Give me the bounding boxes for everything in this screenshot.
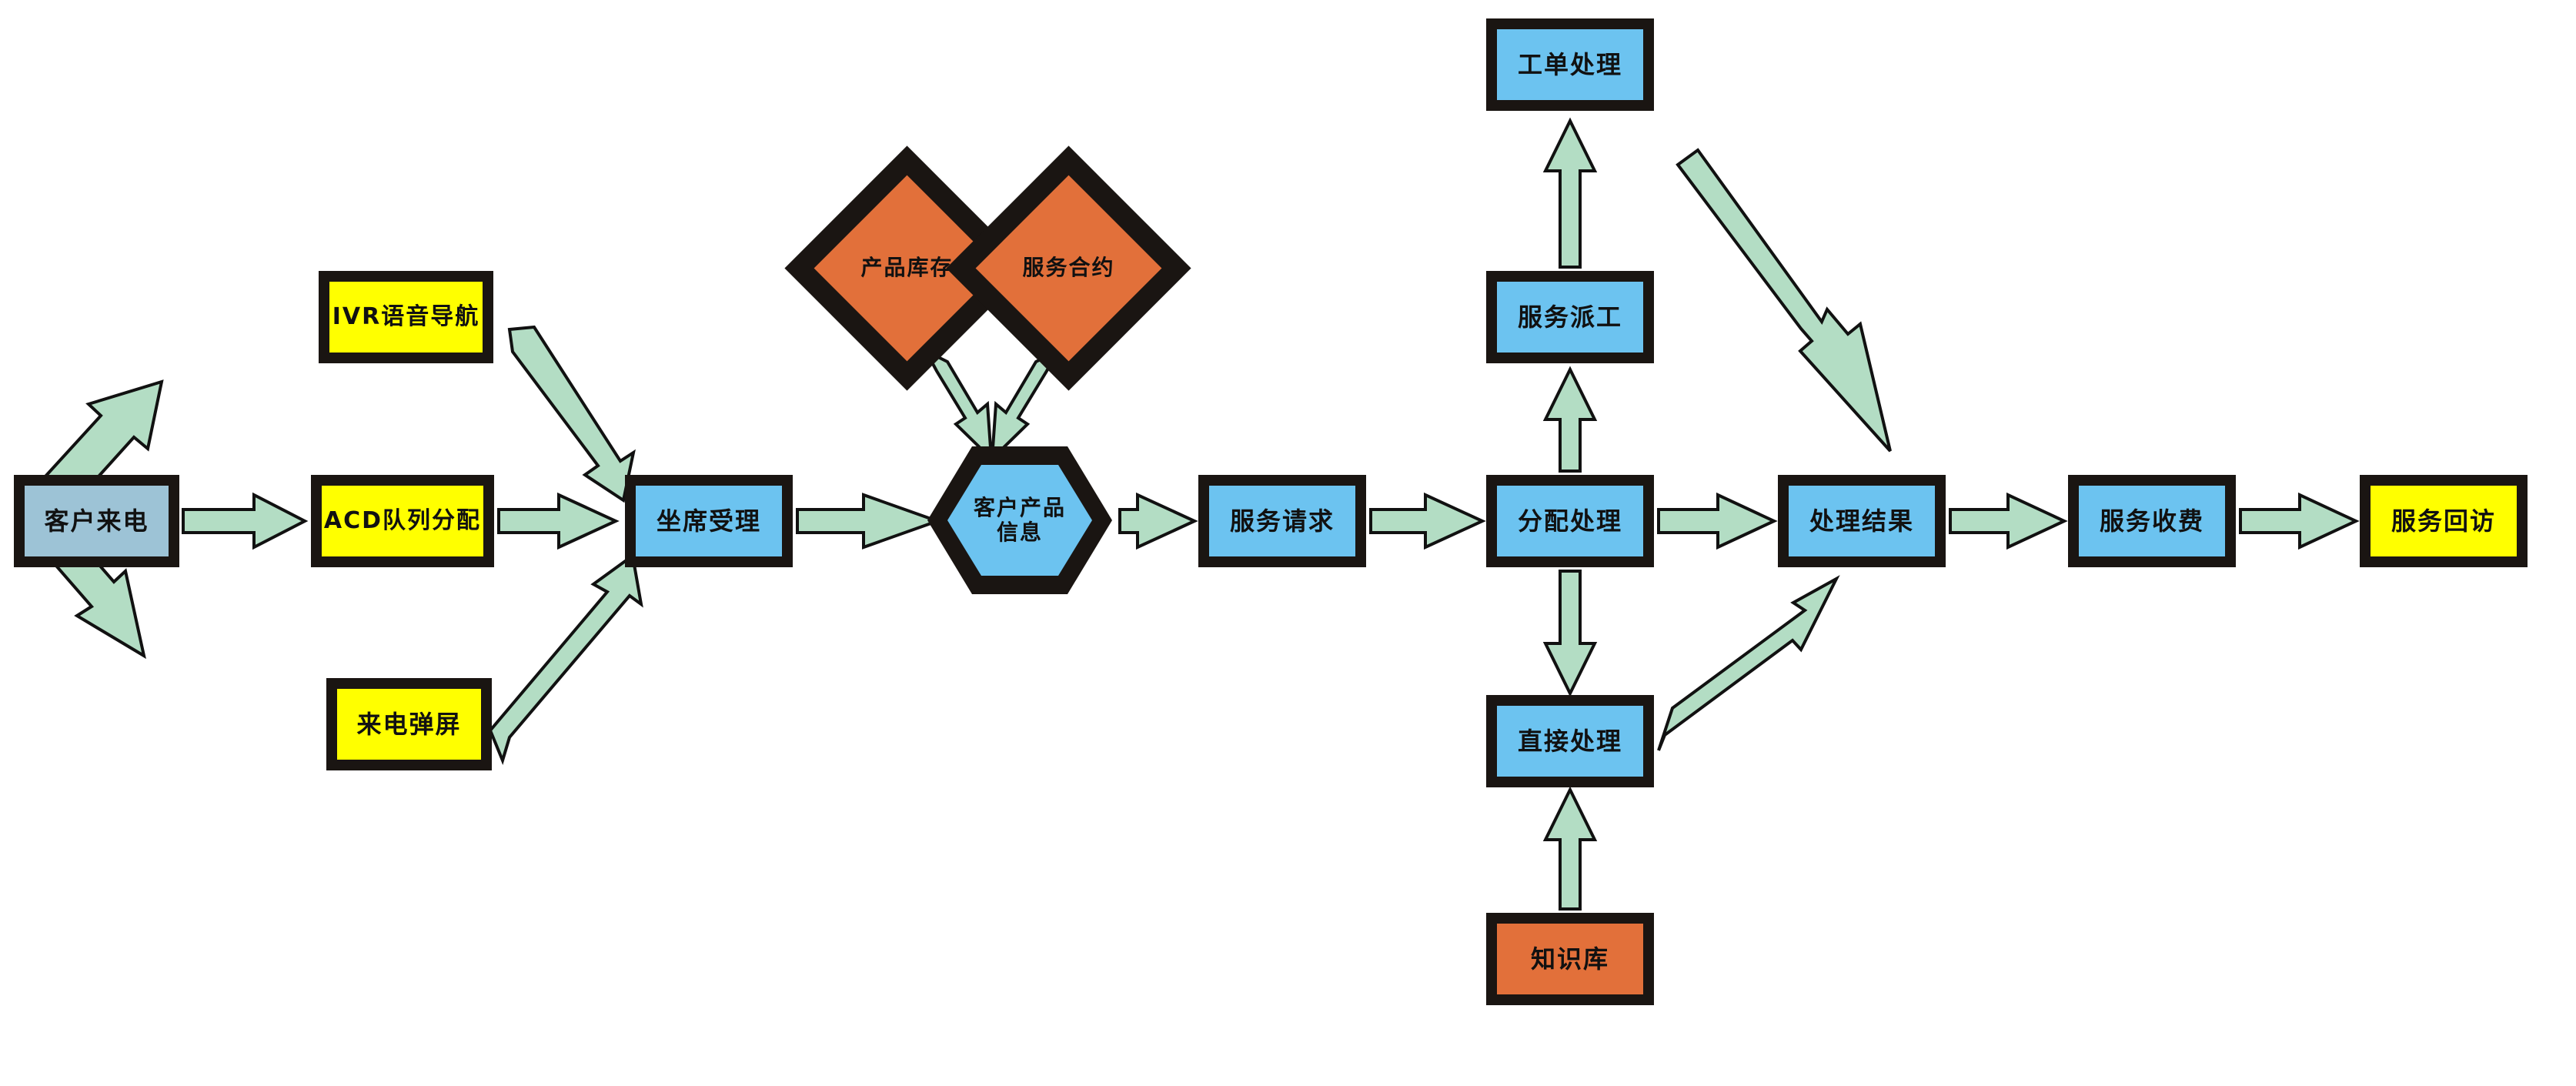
node-label-ivr: IVR语音导航 [332,302,480,330]
node-label-direct-handle: 直接处理 [1517,726,1622,756]
node-dispatch-handle[interactable]: 分配处理 [1486,475,1654,567]
node-label-knowledge-base: 知识库 [1530,944,1609,974]
node-ivr[interactable]: IVR语音导航 [319,271,493,363]
edge-dispatch-handle-to-service-assign [1542,366,1598,473]
edge-handle-result-to-service-charge [1949,492,2068,550]
cust-product-info-shape [927,446,1112,594]
node-label-screen-popup: 来电弹屏 [356,709,462,739]
node-handle-result[interactable]: 处理结果 [1778,475,1946,567]
edge-direct-handle-to-handle-result [1657,575,1840,751]
node-service-request[interactable]: 服务请求 [1198,475,1366,567]
edge-work-order-to-handle-result [1676,148,1892,453]
node-label-service-contract: 服务合约 [1022,255,1115,281]
edge-dispatch-handle-to-direct-handle [1542,570,1598,697]
edge-service-request-to-dispatch-handle [1369,492,1486,550]
edge-acd-to-agent-handle [497,492,620,550]
node-screen-popup[interactable]: 来电弹屏 [326,678,492,770]
node-label-service-request: 服务请求 [1229,506,1335,536]
node-label-product-stock: 产品库存 [860,255,954,281]
edge-customer-call-to-acd [182,492,309,550]
node-service-contract[interactable]: 服务合约 [946,145,1191,391]
edge-agent-handle-to-cust-product-info [796,493,942,550]
edge-product-stock-to-cust-product-info [922,347,994,463]
node-direct-handle[interactable]: 直接处理 [1486,695,1654,787]
node-label-customer-call: 客户来电 [44,506,149,536]
node-label-service-revisit: 服务回访 [2391,506,2496,536]
node-label-cust-product-info: 客户产品 信息 [973,494,1066,545]
edge-dispatch-handle-to-handle-result [1657,492,1778,550]
edge-cust-product-info-to-service-request [1118,492,1198,550]
node-service-charge[interactable]: 服务收费 [2068,475,2236,567]
node-label-acd: ACD队列分配 [323,506,482,534]
node-label-work-order: 工单处理 [1517,49,1622,79]
node-customer-call[interactable]: 客户来电 [14,475,179,567]
node-cust-product-info[interactable]: 客户产品 信息 [924,443,1115,597]
edge-screen-popup-to-agent-handle [488,553,643,765]
edge-ivr-to-agent-handle [507,325,636,503]
edge-service-assign-to-work-order [1542,117,1598,269]
node-knowledge-base[interactable]: 知识库 [1486,913,1654,1005]
node-label-dispatch-handle: 分配处理 [1517,506,1622,536]
edge-knowledge-base-to-direct-handle [1542,786,1598,911]
node-service-assign[interactable]: 服务派工 [1486,271,1654,363]
node-service-revisit[interactable]: 服务回访 [2360,475,2528,567]
node-agent-handle[interactable]: 坐席受理 [625,475,793,567]
node-label-handle-result: 处理结果 [1809,506,1914,536]
node-product-stock[interactable]: 产品库存 [784,145,1030,391]
node-work-order[interactable]: 工单处理 [1486,18,1654,111]
edge-service-charge-to-service-revisit [2239,492,2360,550]
node-acd[interactable]: ACD队列分配 [311,475,494,567]
node-label-service-charge: 服务收费 [2099,506,2204,536]
node-label-agent-handle: 坐席受理 [656,506,761,536]
node-label-service-assign: 服务派工 [1517,302,1622,332]
